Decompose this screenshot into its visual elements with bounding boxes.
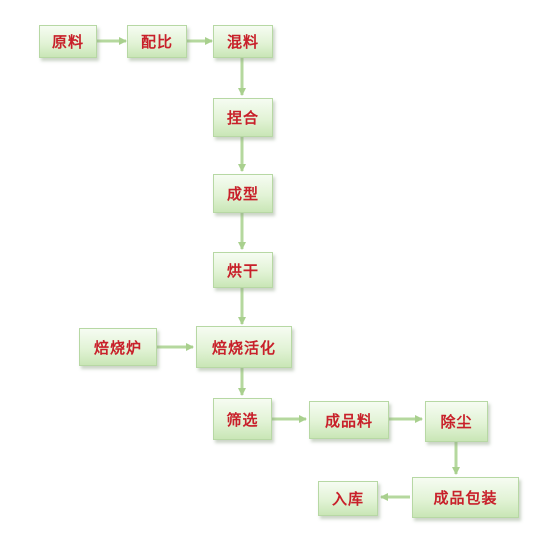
node-drying: 烘干 [213,252,273,288]
node-raw-material: 原料 [39,25,97,58]
node-warehousing: 入库 [318,481,378,516]
node-kneading: 捏合 [213,98,273,137]
node-proportioning: 配比 [127,25,187,58]
node-mixing: 混料 [213,25,273,58]
node-finished-material: 成品料 [309,401,389,439]
node-finished-packaging: 成品包装 [412,477,519,518]
node-forming: 成型 [213,174,273,213]
node-roasting-furnace: 焙烧炉 [79,328,157,366]
node-dust-removal: 除尘 [425,401,488,442]
node-screening: 筛选 [213,398,272,440]
node-roasting-activation: 焙烧活化 [196,326,292,368]
